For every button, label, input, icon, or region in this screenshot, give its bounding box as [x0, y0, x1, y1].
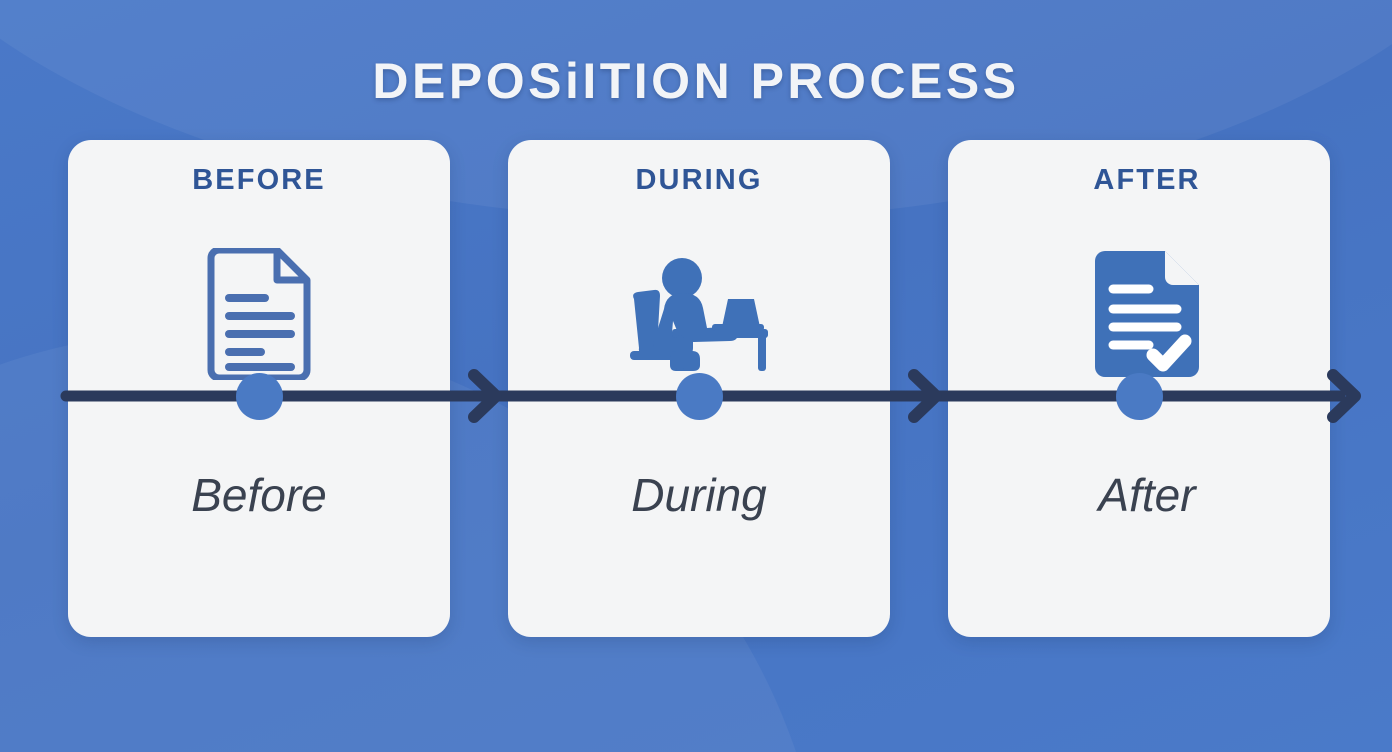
stage-heading-during: DURING: [635, 164, 763, 196]
document-outline-icon: [68, 224, 450, 404]
page-title: DEPOSiITION PROCESS: [372, 53, 1020, 109]
person-at-desk-with-laptop-icon: [508, 224, 890, 404]
arrow-2: [908, 369, 942, 423]
document-checked-filled-icon: [956, 224, 1338, 404]
stage-heading-before: BEFORE: [192, 164, 326, 196]
stage-caption-after: After: [1098, 469, 1196, 521]
stage-card-after: AFTER After: [948, 140, 1330, 637]
stage-card-before: BEFORE Before: [68, 140, 450, 637]
stage-caption-during: During: [631, 469, 767, 521]
timeline-node-during: [676, 373, 723, 420]
stage-heading-after: AFTER: [1093, 164, 1201, 196]
arrow-1: [468, 369, 502, 423]
timeline-node-after: [1116, 373, 1163, 420]
timeline-node-before: [236, 373, 283, 420]
stage-caption-before: Before: [191, 469, 327, 521]
